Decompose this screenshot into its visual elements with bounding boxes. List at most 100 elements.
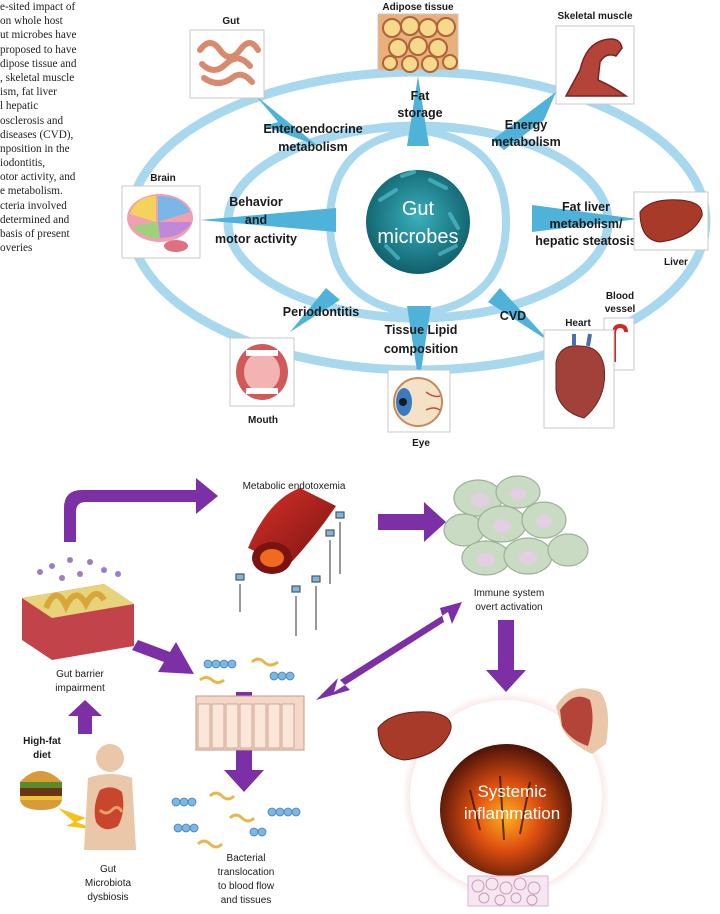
text-line: iodontitis,: [0, 157, 46, 170]
dysbiosis-label-2: Microbiota: [85, 878, 132, 889]
brain-icon: [127, 194, 193, 252]
heart-icon: [555, 345, 606, 419]
immune-label-1: Immune system: [474, 588, 545, 599]
organ-eye: Eye: [387, 369, 451, 449]
arrow-to-eye: [407, 306, 431, 384]
intestine-icon: [197, 40, 261, 86]
label-energy-2: metabolism: [491, 135, 560, 149]
adipose-label: Adipose tissue: [382, 2, 454, 13]
text-line: ut microbes have: [0, 29, 77, 42]
eye-label: Eye: [412, 438, 430, 449]
microbes-circle: [366, 170, 470, 274]
gut-microbes-center: Gut microbes: [366, 170, 470, 274]
blood-vessel-label-1: Blood: [606, 291, 634, 302]
burger-icon: [20, 771, 62, 810]
translocation-label-3: to blood flow: [218, 881, 275, 892]
arrow-to-gut: [256, 96, 318, 146]
label-enteroendocrine-1: Enteroendocrine: [263, 122, 362, 136]
label-fat-liver-1: Fat liver: [562, 200, 610, 214]
text-line: l hepatic: [0, 100, 39, 113]
villi-illustration: [195, 695, 305, 751]
bacteria-cluster-icon: [37, 557, 121, 581]
liver-icon: [639, 199, 703, 243]
systemic-label-1: Systemic: [478, 782, 547, 801]
gut-barrier-illustration: Gut barrier impairment: [22, 557, 134, 694]
text-line: , skeletal muscle: [0, 71, 75, 84]
vessel-illustration: Metabolic endotoxemia: [235, 481, 346, 636]
organ-gut: Gut: [189, 16, 265, 99]
mouth-icon: [236, 344, 288, 400]
text-line: e-sited impact of: [0, 1, 76, 13]
label-fat-storage-1: Fat: [411, 89, 431, 103]
text-line: proposed to have: [0, 43, 77, 56]
label-enteroendocrine-2: metabolism: [278, 140, 347, 154]
human-figure-illustration: Gut Microbiota dysbiosis: [84, 744, 136, 903]
label-behavior-1: Behavior: [229, 195, 283, 209]
lightning-icon: [58, 808, 98, 830]
organ-adipose: Adipose tissue: [377, 2, 459, 73]
high-fat-label-1: High-fat: [23, 736, 61, 747]
blood-vessel-label-2: vessel: [605, 304, 636, 315]
organ-brain: Brain: [121, 173, 201, 259]
inner-lens: [325, 125, 511, 319]
organ-mouth: Mouth: [229, 337, 295, 426]
arrow-barrier-to-villi: [132, 640, 194, 674]
high-fat-diet: High-fat diet: [20, 736, 98, 830]
center-label-line2: microbes: [377, 226, 458, 248]
text-line: otor activity, and: [0, 171, 76, 184]
aorta-icon: [612, 324, 628, 362]
heart-label: Heart: [565, 318, 591, 329]
immune-label-2: overt activation: [475, 602, 542, 613]
label-energy-1: Energy: [505, 118, 547, 132]
immune-cells-illustration: Immune system overt activation: [443, 475, 589, 613]
text-line: e metabolism.: [0, 185, 63, 198]
arrow-immune-villi-bidirectional: [316, 602, 462, 700]
shoulder-muscle-icon: [556, 688, 608, 754]
organ-liver: Liver: [633, 191, 709, 268]
blue-arrows: [200, 76, 638, 384]
mouth-label: Mouth: [248, 415, 278, 426]
label-behavior-2: and: [245, 213, 267, 227]
liver-label: Liver: [664, 257, 688, 268]
gut-barrier-label-2: impairment: [55, 683, 105, 694]
dysbiosis-label-3: dysbiosis: [87, 892, 128, 903]
arrow-to-adipose: [407, 76, 429, 146]
brain-label: Brain: [150, 173, 176, 184]
label-tissue-lipid-2: composition: [384, 342, 458, 356]
center-label-line1: Gut: [402, 198, 435, 220]
translocation-label-4: and tissues: [221, 895, 272, 906]
translocation-label-2: translocation: [218, 867, 275, 878]
translocation-label-1: Bacterial: [227, 853, 266, 864]
bacteria-bottom-icon: Bacterial translocation to blood flow an…: [171, 791, 301, 906]
text-line: dipose tissue and: [0, 57, 77, 70]
muscle-label: Skeletal muscle: [557, 11, 632, 22]
arrow-diet-to-barrier: [68, 700, 102, 734]
text-line: diseases (CVD),: [0, 128, 74, 141]
arrow-to-muscle: [492, 92, 556, 150]
metabolic-endotoxemia-label: Metabolic endotoxemia: [243, 481, 346, 492]
fat-cells-icon: [382, 16, 458, 73]
label-fat-storage-2: storage: [397, 106, 442, 120]
lps-molecules-icon: [235, 511, 345, 636]
arm-muscle-icon: [564, 38, 629, 97]
label-fat-liver-2: metabolism/: [550, 217, 623, 231]
text-line: overies: [0, 242, 33, 255]
gut-barrier-label-1: Gut barrier: [56, 669, 104, 680]
systemic-inflammation: Systemic inflammation: [377, 688, 610, 907]
arrow-to-brain: [200, 208, 336, 232]
arrow-endotoxemia-to-immune: [378, 502, 446, 542]
bacteria-top-icon: [199, 657, 295, 684]
dysbiosis-label-1: Gut: [100, 864, 116, 875]
gut-label: Gut: [222, 16, 240, 27]
arrow-to-liver: [532, 205, 638, 232]
arrow-to-mouth: [290, 288, 340, 332]
text-line: basis of present: [0, 228, 70, 240]
text-line: ism, fat liver: [0, 86, 57, 99]
arrow-barrier-to-endotoxemia: [64, 478, 218, 542]
liver-small-icon: [377, 711, 452, 761]
text-line: on whole host: [0, 15, 63, 28]
organ-muscle: Skeletal muscle: [555, 11, 635, 105]
text-line: determined and: [0, 213, 70, 226]
body-text-fragment: e-sited impact of on whole host ut micro…: [0, 0, 170, 255]
label-periodontitis: Periodontitis: [283, 305, 359, 319]
